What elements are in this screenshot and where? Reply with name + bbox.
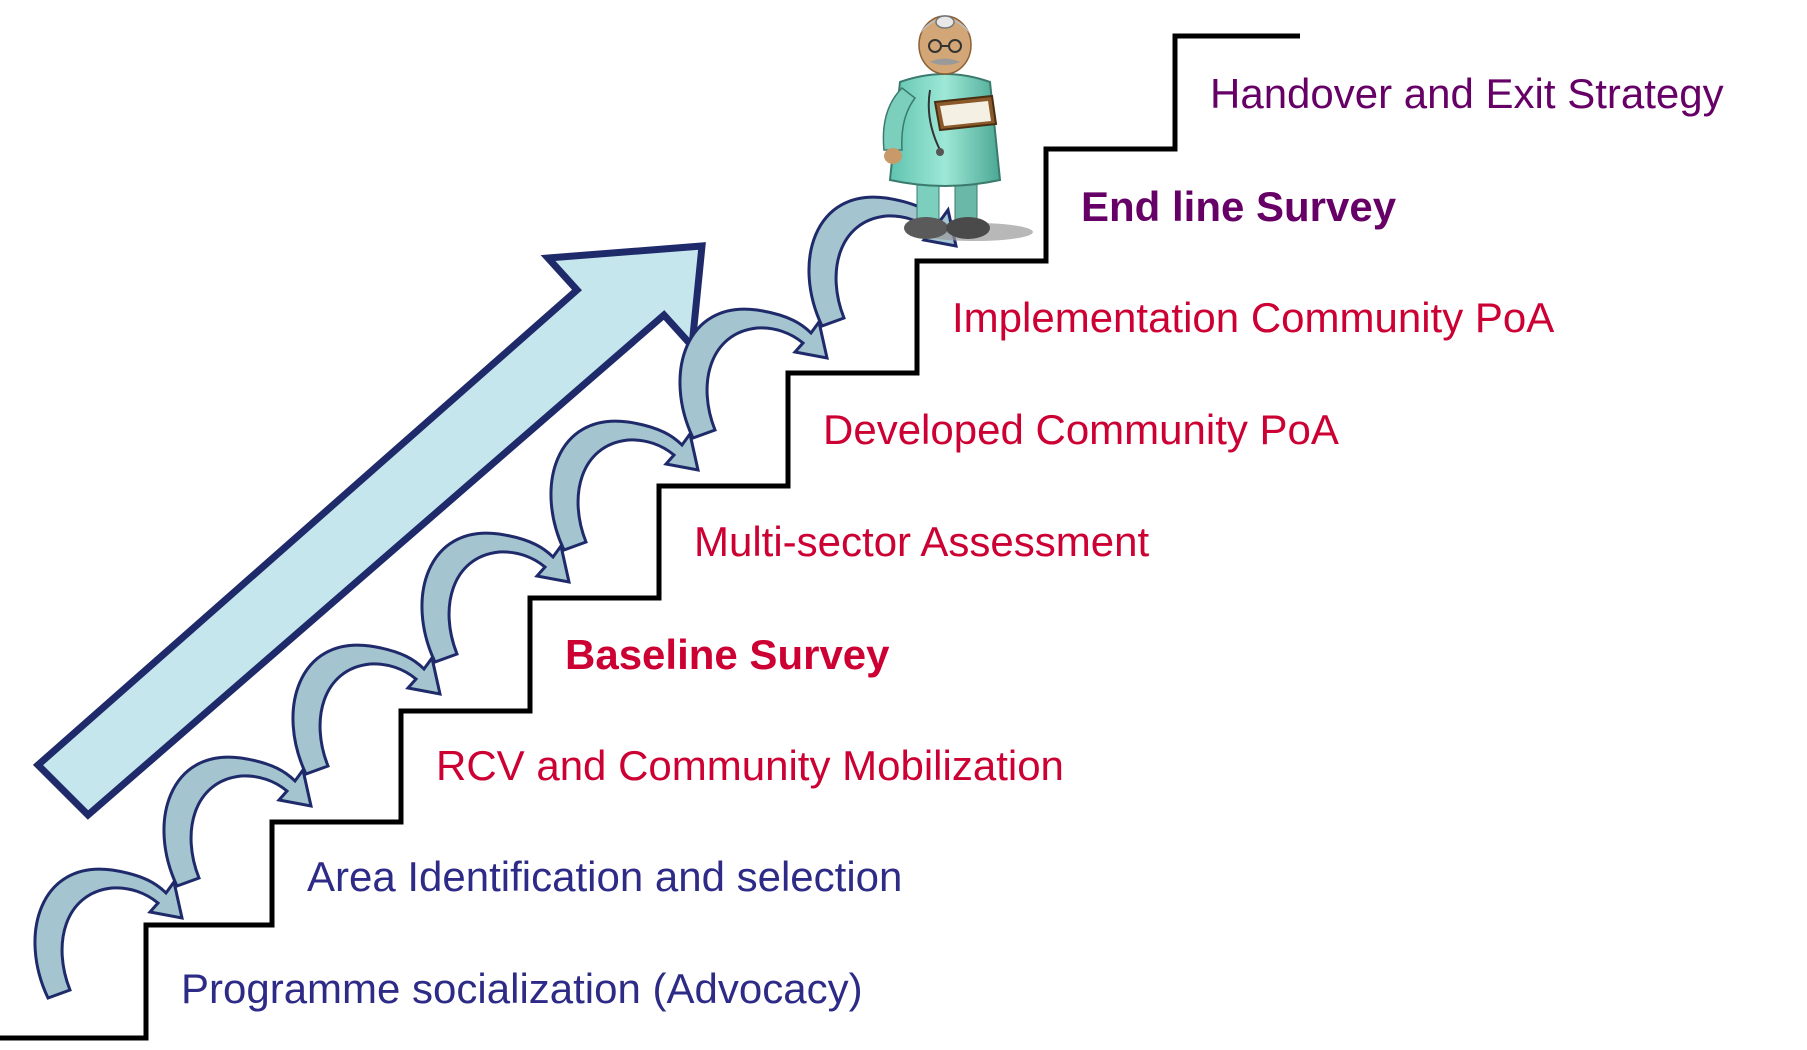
step-label-5: Multi-sector Assessment — [694, 518, 1150, 565]
big-up-arrow — [32, 242, 706, 820]
staircase-line — [0, 33, 1300, 1041]
step-label-9: Handover and Exit Strategy — [1210, 70, 1724, 117]
curved-step-arrow-5 — [549, 419, 700, 552]
doctor-figure-icon — [882, 15, 1033, 241]
step-label-7: Implementation Community PoA — [952, 294, 1555, 341]
step-label-8: End line Survey — [1081, 183, 1397, 230]
step-label-3: RCV and Community Mobilization — [436, 742, 1064, 789]
step-label-1: Programme socialization (Advocacy) — [181, 965, 863, 1012]
curved-arrows-group — [33, 195, 958, 1000]
curved-step-arrow-6 — [678, 307, 829, 440]
curved-step-arrow-3 — [291, 643, 442, 776]
step-label-4: Baseline Survey — [565, 631, 890, 678]
curved-step-arrow-4 — [420, 531, 571, 664]
step-label-6: Developed Community PoA — [823, 406, 1339, 453]
curved-step-arrow-1 — [33, 867, 184, 1000]
curved-step-arrow-2 — [162, 755, 313, 888]
step-label-2: Area Identification and selection — [307, 853, 903, 900]
